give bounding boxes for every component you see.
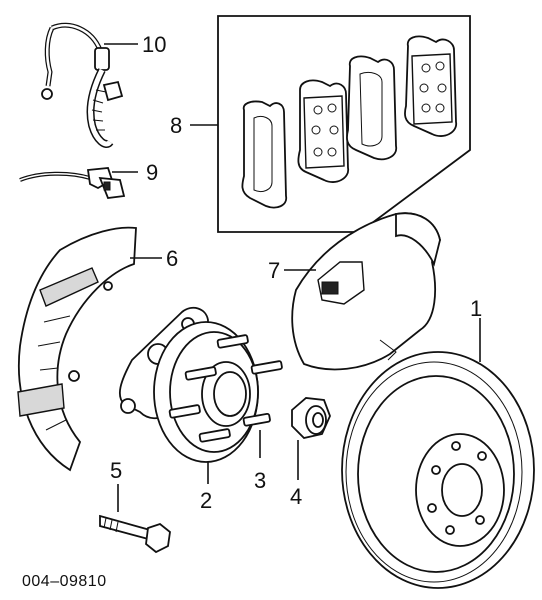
brake-hose-part (41, 22, 138, 148)
callout-8: 8 (170, 113, 182, 138)
hub-nut-part (291, 397, 331, 480)
callout-4: 4 (290, 484, 302, 509)
callout-6: 6 (166, 246, 178, 271)
bolt-part (99, 484, 171, 554)
callout-9: 9 (146, 160, 158, 185)
brake-rotor-part (341, 318, 535, 589)
callout-1: 1 (470, 296, 482, 321)
callout-2: 2 (200, 488, 212, 513)
wheel-speed-sensor-part (19, 167, 138, 199)
splash-shield-part (17, 226, 162, 472)
hub-bearing-part (118, 306, 259, 484)
brake-pads-kit-part (190, 15, 471, 233)
wheel-studs-part (168, 334, 283, 458)
brake-caliper-part (284, 212, 441, 371)
callout-10: 10 (142, 32, 166, 57)
figure-code: 004–09810 (22, 573, 107, 590)
callout-5: 5 (110, 458, 122, 483)
callout-3: 3 (254, 468, 266, 493)
callout-7: 7 (268, 258, 280, 283)
